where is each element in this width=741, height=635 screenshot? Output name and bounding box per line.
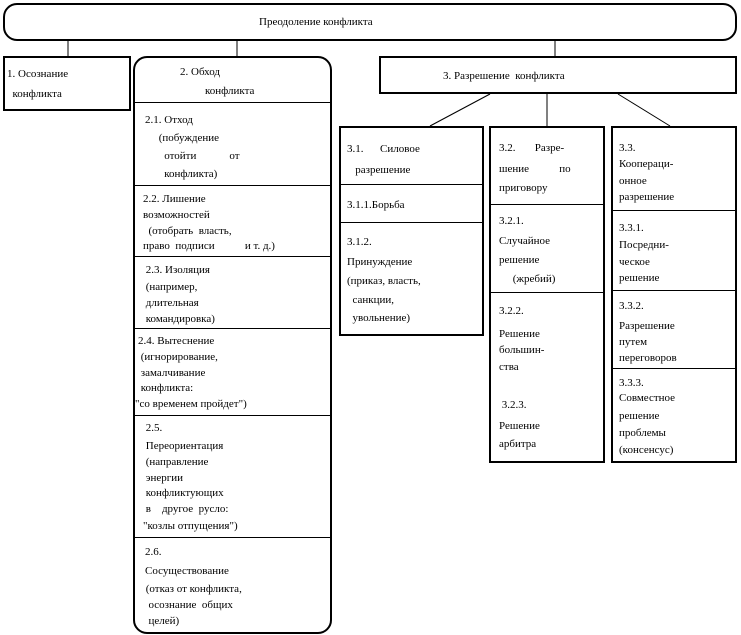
col-header-line: 3.1. Силовое	[347, 143, 420, 155]
branch2-divider	[135, 256, 330, 257]
item-line: возможностей	[143, 209, 210, 221]
item-line: 2.3. Изоляция	[143, 264, 210, 276]
item-line: 3.3.2.	[619, 300, 644, 312]
branch2-divider	[135, 102, 330, 103]
branch3-box: 3. Разрешение конфликта	[379, 56, 737, 94]
item-line: конфликта)	[145, 168, 218, 180]
root-title: Преодоление конфликта	[259, 16, 373, 28]
col-header-line: приговору	[499, 182, 548, 194]
item-line: (отобрать власть,	[143, 225, 232, 237]
col-header-line: разрешение	[619, 191, 675, 203]
branch1-line: 1. Осознание	[7, 68, 69, 80]
col-divider	[341, 184, 482, 185]
item-line: Разрешение	[619, 320, 675, 332]
item-line: командировка)	[143, 313, 215, 325]
item-line: осознание общих	[143, 599, 233, 611]
item-line: (отказ от конфликта,	[143, 583, 242, 595]
branch2-divider	[135, 185, 330, 186]
item-line: конфликта:	[138, 382, 194, 394]
col-divider	[341, 222, 482, 223]
col-divider	[613, 290, 735, 291]
item-line: Сосуществование	[145, 565, 229, 577]
item-line: 2.5.	[143, 422, 163, 434]
item-line: решение	[499, 254, 540, 266]
col-divider	[491, 204, 603, 205]
branch2-divider	[135, 328, 330, 329]
item-line: проблемы	[619, 427, 666, 439]
item-line: Решение	[499, 328, 540, 340]
col-divider	[613, 368, 735, 369]
item-line: (приказ, власть,	[347, 275, 421, 287]
col-header-line: разрешение	[347, 164, 411, 176]
item-line: отойти от	[145, 150, 240, 162]
branch2-divider	[135, 537, 330, 538]
col-header-line: шение по	[499, 163, 571, 175]
col-3-3-box: 3.3. Коопераци- онное разрешение 3.3.1. …	[611, 126, 737, 463]
item-line: 3.1.2.	[347, 236, 372, 248]
item-line: Случайное	[499, 235, 551, 247]
item-line: (направление	[143, 456, 209, 468]
item-line: (побуждение	[145, 132, 220, 144]
item-line: решение	[619, 410, 660, 422]
item-line: 3.2.1.	[499, 215, 524, 227]
item-line: 2.2. Лишение	[143, 193, 206, 205]
item-line: большин-	[499, 344, 545, 356]
item-line: право подписи и т. д.)	[143, 240, 275, 252]
item-line: 3.1.1.Борьба	[347, 199, 405, 211]
branch3-title: 3. Разрешение конфликта	[443, 70, 565, 82]
branch2-title: конфликта	[205, 85, 255, 97]
item-line: (например,	[143, 281, 198, 293]
col-header-line: онное	[619, 175, 647, 187]
item-line: (жребий)	[499, 273, 556, 285]
col-header-line: 3.2. Разре-	[499, 142, 565, 154]
item-line: Решение	[499, 420, 540, 432]
col-divider	[613, 210, 735, 211]
branch1-box: 1. Осознание конфликта	[3, 56, 131, 111]
item-line: санкции,	[347, 294, 395, 306]
item-line: арбитра	[499, 438, 537, 450]
item-line: 3.3.1.	[619, 222, 644, 234]
item-line: (игнорирование,	[138, 351, 218, 363]
item-line: путем	[619, 336, 648, 348]
item-line: целей)	[143, 615, 180, 627]
item-line: 2.4. Вытеснение	[138, 335, 215, 347]
branch2-title: 2. Обход	[180, 66, 220, 78]
branch2-divider	[135, 415, 330, 416]
item-line: ческое	[619, 256, 650, 268]
item-line: длительная	[143, 297, 199, 309]
item-line: конфликтующих	[143, 487, 224, 499]
item-line: энергии	[143, 472, 184, 484]
item-line: ства	[499, 361, 519, 373]
item-line: 3.2.3.	[499, 399, 527, 411]
item-line: (консенсус)	[619, 444, 674, 456]
col-header-line: 3.3.	[619, 142, 636, 154]
branch2-box: 2. Обход конфликта 2.1. Отход (побуждени…	[133, 56, 332, 634]
col-divider	[491, 292, 603, 293]
branch1-line: конфликта	[7, 88, 62, 100]
item-line: в другое русло:	[143, 503, 229, 515]
item-line: Принуждение	[347, 256, 413, 268]
item-line: увольнение)	[347, 312, 411, 324]
item-line: "со временем пройдет")	[135, 398, 247, 410]
item-line: 2.1. Отход	[145, 114, 193, 126]
item-line: 3.3.3.	[619, 377, 644, 389]
item-line: Переориентация	[143, 440, 224, 452]
col-3-2-box: 3.2. Разре- шение по приговору 3.2.1. Сл…	[489, 126, 605, 463]
item-line: Посредни-	[619, 239, 669, 251]
item-line: Совместное	[619, 392, 676, 404]
item-line: решение	[619, 272, 660, 284]
item-line: переговоров	[619, 352, 677, 364]
col-header-line: Коопераци-	[619, 158, 674, 170]
col-3-1-box: 3.1. Силовое разрешение 3.1.1.Борьба 3.1…	[339, 126, 484, 336]
item-line: 2.6.	[145, 546, 162, 558]
item-line: 3.2.2.	[499, 305, 524, 317]
root-box: Преодоление конфликта	[3, 3, 737, 41]
item-line: замалчивание	[138, 367, 206, 379]
item-line: "козлы отпущения")	[143, 520, 238, 532]
